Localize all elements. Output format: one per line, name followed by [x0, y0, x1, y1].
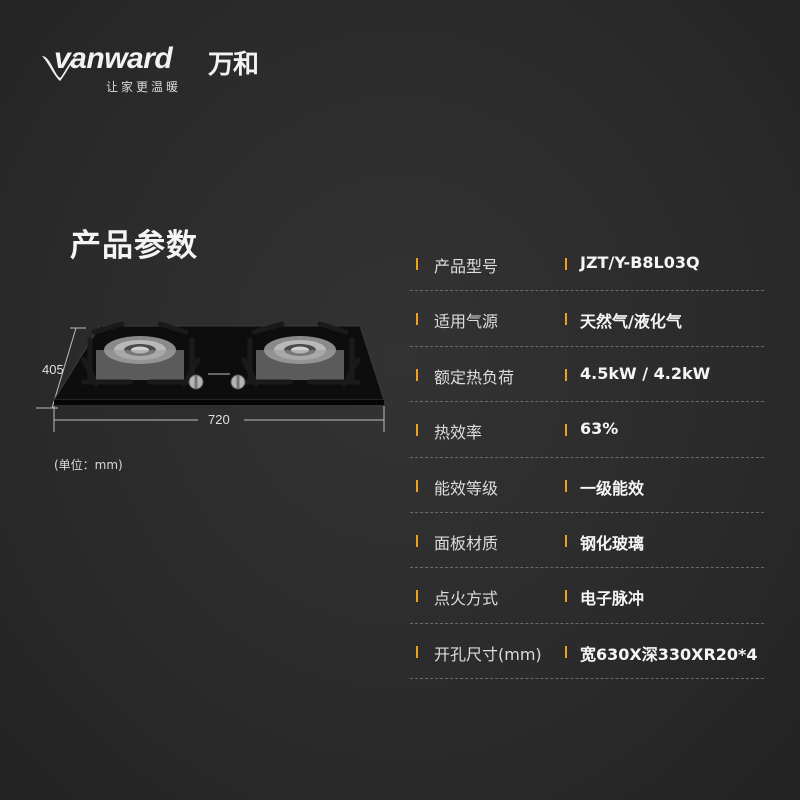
spec-marker: [565, 590, 567, 603]
spec-table: 产品型号 JZT/Y-B8L03Q 适用气源 天然气/液化气 额定热负荷 4.5…: [410, 236, 764, 680]
spec-row-efficiency: 热效率 63%: [410, 402, 764, 458]
logo-slogan: 让家更温暖: [106, 80, 182, 94]
logo-wordmark: vanward: [54, 42, 173, 75]
spec-marker: [565, 258, 567, 270]
spec-marker: [565, 313, 567, 326]
spec-row-heat-load: 额定热负荷 4.5kW / 4.2kW: [410, 347, 764, 403]
section-title: 产品参数: [70, 228, 198, 264]
spec-marker: [416, 424, 418, 437]
spec-row-ignition: 点火方式 电子脉冲: [410, 568, 764, 624]
spec-marker: [416, 368, 418, 381]
spec-marker: [416, 313, 418, 326]
spec-marker: [565, 534, 567, 547]
gas-stove-image: [36, 321, 385, 432]
depth-dimension-label: 405: [42, 362, 64, 377]
spec-row-gas-source: 适用气源 天然气/液化气: [410, 291, 764, 347]
brand-logo: vanward 万和 让家更温暖: [40, 42, 270, 98]
spec-marker: [416, 590, 418, 603]
spec-key: 开孔尺寸(mm): [434, 644, 542, 664]
spec-key: 额定热负荷: [434, 367, 515, 387]
spec-value: 一级能效: [580, 478, 645, 498]
spec-key: 适用气源: [434, 312, 499, 332]
product-illustration: 405 720: [30, 310, 400, 460]
spec-value: 4.5kW / 4.2kW: [580, 363, 711, 383]
spec-marker: [416, 258, 418, 270]
spec-value: 宽630X深330XR20*4: [580, 644, 758, 664]
width-dimension-label: 720: [208, 412, 230, 427]
spec-key: 点火方式: [434, 589, 499, 609]
spec-key: 能效等级: [434, 478, 499, 498]
spec-marker: [416, 645, 418, 658]
spec-key: 产品型号: [434, 257, 499, 276]
spec-marker: [565, 645, 567, 658]
spec-row-panel-material: 面板材质 钢化玻璃: [410, 513, 764, 569]
spec-marker: [416, 534, 418, 547]
spec-key: 面板材质: [434, 533, 499, 553]
unit-note: (单位：mm): [54, 458, 123, 472]
spec-value: 钢化玻璃: [580, 533, 645, 553]
spec-marker: [565, 424, 567, 437]
spec-value: 天然气/液化气: [580, 312, 682, 332]
spec-row-energy-grade: 能效等级 一级能效: [410, 458, 764, 513]
spec-marker: [565, 479, 567, 492]
spec-row-model: 产品型号 JZT/Y-B8L03Q: [410, 236, 764, 292]
spec-value: 电子脉冲: [580, 589, 645, 609]
spec-row-cutout-size: 开孔尺寸(mm) 宽630X深330XR20*4: [410, 624, 764, 680]
spec-marker: [565, 368, 567, 381]
spec-marker: [416, 479, 418, 492]
logo-chinese-name: 万和: [208, 50, 259, 80]
spec-key: 热效率: [434, 423, 483, 443]
spec-value: JZT/Y-B8L03Q: [580, 253, 700, 272]
spec-value: 63%: [580, 419, 619, 439]
